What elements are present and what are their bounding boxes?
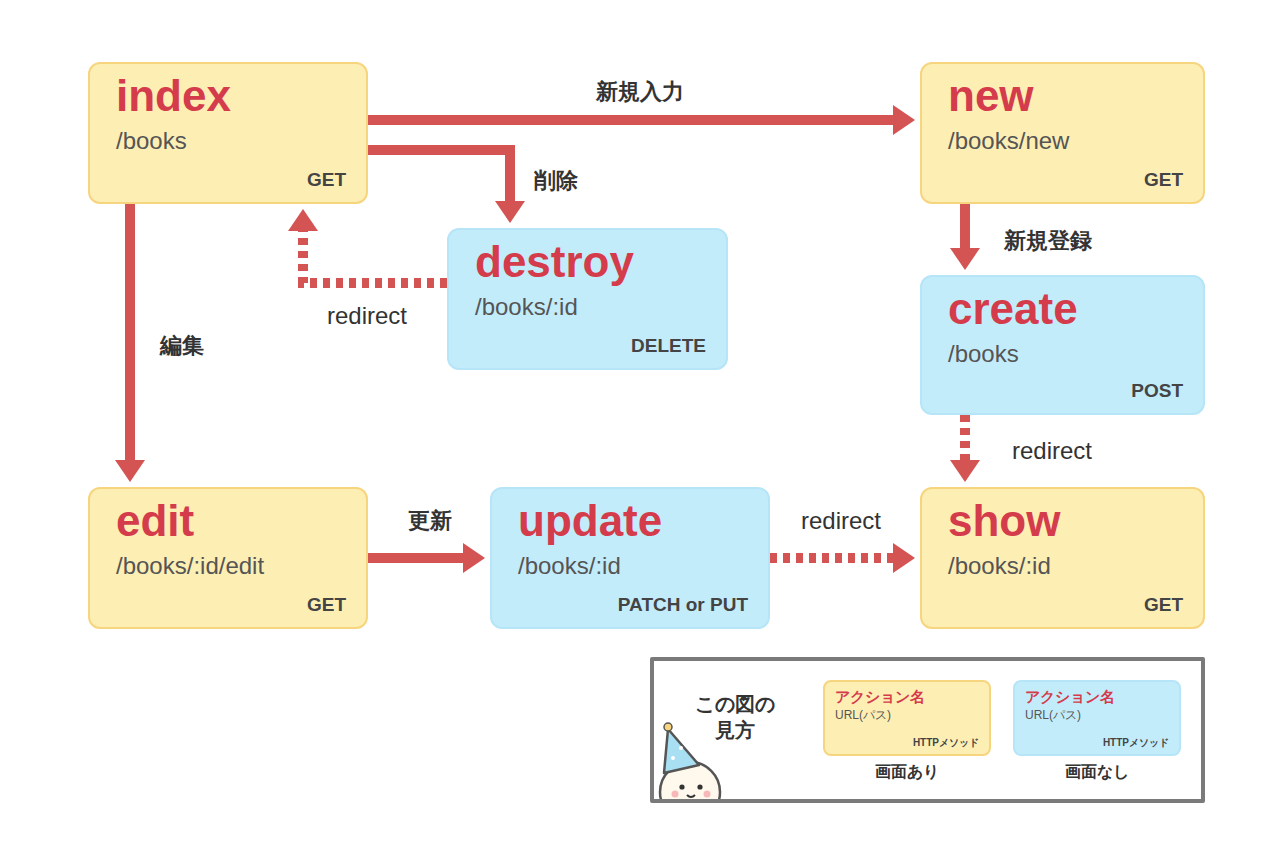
- http-method: DELETE: [631, 329, 706, 358]
- flow-connector: [368, 543, 485, 573]
- action-name: destroy: [475, 238, 706, 286]
- redirect-line: [770, 553, 894, 563]
- edge-label: redirect: [1008, 437, 1096, 466]
- arrow-head: [950, 460, 980, 482]
- http-method: GET: [307, 588, 346, 617]
- mascot-eye: [697, 784, 702, 789]
- page-action-box: edit/books/:id/editGET: [88, 487, 368, 629]
- flow-connector: [368, 150, 525, 223]
- legend-heading: この図の 見方: [691, 691, 779, 743]
- sample-http-method: HTTPメソッド: [1103, 737, 1169, 749]
- mascot-cheek: [672, 791, 679, 798]
- page-action-box: index/booksGET: [88, 62, 368, 204]
- url-path: /books/new: [948, 126, 1183, 156]
- edge-label: redirect: [797, 507, 885, 536]
- url-path: /books: [948, 339, 1183, 369]
- arrow-head: [115, 460, 145, 482]
- sample-http-method: HTTPメソッド: [913, 737, 979, 749]
- mascot: [660, 723, 720, 799]
- hat-dot: [679, 746, 683, 750]
- edge-label: 編集: [156, 333, 208, 359]
- flow-connector: [115, 204, 145, 482]
- sample-action-name: アクション名: [835, 687, 979, 707]
- flow-connector: [288, 209, 447, 283]
- url-path: /books: [116, 126, 346, 156]
- redirect-line: [960, 415, 970, 461]
- sample-url-path: URL(パス): [835, 708, 979, 724]
- arrow-head: [288, 209, 318, 231]
- legend-swatch: アクション名URL(パス) HTTPメソッド: [823, 680, 991, 756]
- http-method: GET: [1144, 163, 1183, 192]
- legend-label: 画面なし: [1013, 762, 1181, 783]
- action-name: edit: [116, 497, 346, 545]
- legend-frame: この図の 見方アクション名URL(パス)HTTPメソッドアクション名URL(パス…: [650, 657, 1205, 803]
- edge-label: 新規入力: [592, 79, 688, 105]
- process-action-box: create/booksPOST: [920, 275, 1205, 415]
- http-method: GET: [1144, 588, 1183, 617]
- action-name: index: [116, 72, 346, 120]
- edge-label: 削除: [530, 168, 582, 194]
- flow-line: [125, 204, 135, 461]
- url-path: /books/:id/edit: [116, 551, 346, 581]
- process-action-box: destroy/books/:idDELETE: [447, 228, 728, 370]
- http-method: PATCH or PUT: [618, 588, 748, 617]
- arrow-head: [893, 105, 915, 135]
- action-name: show: [948, 497, 1183, 545]
- action-name: new: [948, 72, 1183, 120]
- hat-dot: [671, 756, 675, 760]
- arrow-head: [893, 543, 915, 573]
- flow-connector: [950, 204, 980, 270]
- edge-label: 新規登録: [1000, 228, 1096, 254]
- arrow-head: [950, 248, 980, 270]
- edge-label: 更新: [404, 508, 456, 534]
- legend-label: 画面あり: [823, 762, 991, 783]
- party-hat: [664, 729, 699, 773]
- url-path: /books/:id: [475, 292, 706, 322]
- page-action-box: show/books/:idGET: [920, 487, 1205, 629]
- redirect-line: [303, 230, 447, 283]
- url-path: /books/:id: [518, 551, 748, 581]
- action-name: create: [948, 285, 1183, 333]
- mascot-cheek: [704, 791, 711, 798]
- hat-pompom: [664, 723, 672, 731]
- arrow-head: [495, 201, 525, 223]
- http-method: GET: [307, 163, 346, 192]
- flow-connector: [950, 415, 980, 482]
- flow-line: [960, 204, 970, 249]
- edge-label: redirect: [323, 302, 411, 331]
- mascot-mouth: [687, 795, 695, 797]
- sample-url-path: URL(パス): [1025, 708, 1169, 724]
- flow-line: [368, 150, 510, 202]
- url-path: /books/:id: [948, 551, 1183, 581]
- action-name: update: [518, 497, 748, 545]
- flow-connector: [770, 543, 915, 573]
- sample-action-name: アクション名: [1025, 687, 1169, 707]
- http-method: POST: [1131, 374, 1183, 403]
- flow-line: [368, 553, 464, 563]
- flow-line: [368, 115, 894, 125]
- mascot-eye: [679, 784, 684, 789]
- flow-connector: [368, 105, 915, 135]
- page-action-box: new/books/newGET: [920, 62, 1205, 204]
- arrow-head: [463, 543, 485, 573]
- legend-swatch: アクション名URL(パス) HTTPメソッド: [1013, 680, 1181, 756]
- process-action-box: update/books/:idPATCH or PUT: [490, 487, 770, 629]
